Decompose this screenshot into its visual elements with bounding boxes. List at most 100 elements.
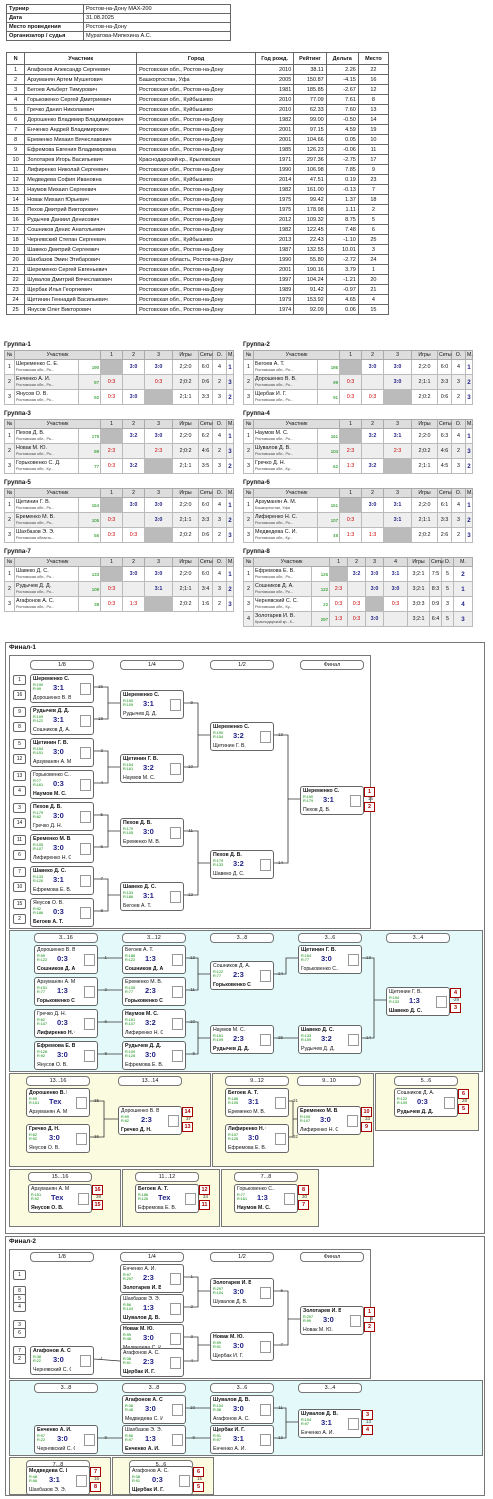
player-rating: 22 bbox=[310, 596, 331, 612]
group-score-cell: 0:3 bbox=[339, 374, 363, 390]
sets-detail-box bbox=[80, 907, 91, 919]
group-place: 3 bbox=[226, 443, 234, 459]
group-place: 1 bbox=[465, 359, 473, 375]
rating-b: R:62 bbox=[121, 1119, 130, 1123]
player-region: Ростовская обл., Ро... bbox=[16, 368, 55, 372]
group-player: Медведева С. И.Ростовская обл., Ку... bbox=[253, 527, 318, 543]
group-player: Енченко А. И.Ростовская обл., Ро... bbox=[14, 374, 79, 390]
player-name: Чернявский С. С. bbox=[255, 598, 299, 604]
player-rating: 186 bbox=[316, 359, 341, 375]
group-player: Янусов О. В.Ростовская обл., Ро... bbox=[14, 389, 79, 405]
place-marker: 3 bbox=[362, 1410, 373, 1420]
rating-b: R:97 bbox=[301, 1422, 310, 1426]
participant-cell: 2013 bbox=[254, 234, 295, 245]
match-player-a: Сошников Д. А. bbox=[397, 1090, 435, 1096]
player-region: Краснодарский кр., К... bbox=[255, 620, 296, 624]
match-player-b: Еременко М. В. bbox=[228, 1109, 266, 1115]
info-key: Дата bbox=[6, 13, 84, 23]
match-number: 34 bbox=[202, 1194, 208, 1199]
rating-a: R:56 bbox=[125, 1434, 134, 1438]
rating-b: R:91 bbox=[213, 1345, 222, 1349]
group-place: 3 bbox=[465, 389, 473, 405]
group-score-cell: 3:0 bbox=[383, 359, 413, 375]
sets-detail-box bbox=[172, 1018, 183, 1030]
match-number: 10 bbox=[189, 1405, 195, 1410]
group-score-cell: 1:3 bbox=[361, 527, 385, 543]
player-rating: 297 bbox=[310, 611, 331, 627]
player-rating: 109 bbox=[77, 581, 102, 597]
match-player-b: Новак М. Ю. bbox=[303, 1327, 333, 1333]
seed-marker: 13 bbox=[13, 771, 26, 781]
rating-b: R:186 bbox=[123, 895, 134, 899]
match-player-b: Гречко Д. Н. bbox=[33, 823, 63, 829]
player-name: Щербак И. Г. bbox=[255, 391, 287, 397]
match-number: 1 bbox=[190, 1274, 193, 1279]
participant-cell: -2.67 bbox=[325, 84, 359, 95]
match-score: 0:3 bbox=[417, 1097, 428, 1106]
group-points: 4 bbox=[451, 428, 467, 444]
player-region: Ростовская обл., Ку... bbox=[16, 467, 54, 471]
rating-b: R:122 bbox=[37, 958, 48, 962]
rating-b: R:92 bbox=[29, 1137, 38, 1141]
match-player-b: Горьковенко С... bbox=[301, 966, 339, 972]
rating-a: R:186 bbox=[228, 1097, 239, 1101]
match-score: 3:0 bbox=[320, 1115, 331, 1124]
match-player-a: Горьковенко С... bbox=[33, 772, 71, 778]
place-marker: 12 bbox=[199, 1185, 210, 1195]
participant-cell: Ростовская обл., Ростов-на-Дону bbox=[136, 304, 256, 315]
rating-a: R:297 bbox=[303, 1315, 314, 1319]
group-score-cell: 0:3 bbox=[122, 527, 146, 543]
group-col-header: О. bbox=[451, 419, 467, 429]
participant-cell: Ростовская обл., Ростов-на-Дону bbox=[136, 164, 256, 175]
group-col-header: Игры bbox=[411, 488, 439, 498]
group-score-cell: 3:2 bbox=[361, 458, 385, 474]
participant-cell: 7.85 bbox=[325, 164, 359, 175]
group-games: 2;1:1 bbox=[411, 458, 439, 474]
sets-detail-box bbox=[80, 811, 91, 823]
player-name: Янусов О. В. bbox=[16, 391, 48, 397]
round-label: 5...6 bbox=[394, 1076, 458, 1086]
group-row-number: 1 bbox=[4, 428, 15, 444]
participant-cell: Наумов Михаил Сергеевич bbox=[24, 184, 138, 195]
group-score-cell bbox=[383, 527, 413, 543]
participant-cell: 7.61 bbox=[325, 94, 359, 105]
rating-a: R:105 bbox=[300, 1115, 311, 1119]
group-score-cell: 3:1 bbox=[383, 512, 413, 528]
rating-a: R:179 bbox=[213, 859, 224, 863]
place-marker: 9 bbox=[361, 1122, 372, 1132]
match-score: 0:3 bbox=[53, 779, 64, 788]
info-key: Место проведения bbox=[6, 22, 84, 32]
player-rating: 122 bbox=[310, 581, 331, 597]
match-number: 15 bbox=[367, 796, 373, 801]
player-name: Наумов М. С. bbox=[255, 430, 289, 436]
group-col-header: Участник bbox=[13, 350, 102, 360]
match-score: 3:0 bbox=[233, 1404, 244, 1413]
group-sets: 3:4 bbox=[198, 581, 214, 597]
rating-b: R:107 bbox=[37, 1022, 48, 1026]
group-games: 2;2:0 bbox=[411, 497, 439, 513]
group-place: 2 bbox=[226, 458, 234, 474]
group-sets: 7:5 bbox=[429, 566, 443, 582]
group-score-cell: 3:0 bbox=[383, 581, 409, 597]
match-score: 1:3 bbox=[57, 986, 68, 995]
match-score: 3:1 bbox=[53, 715, 64, 724]
sets-detail-box bbox=[179, 1475, 190, 1487]
rating-b: R:56 bbox=[29, 1479, 38, 1483]
match-player-b: Сошников Д. А. bbox=[125, 966, 163, 972]
